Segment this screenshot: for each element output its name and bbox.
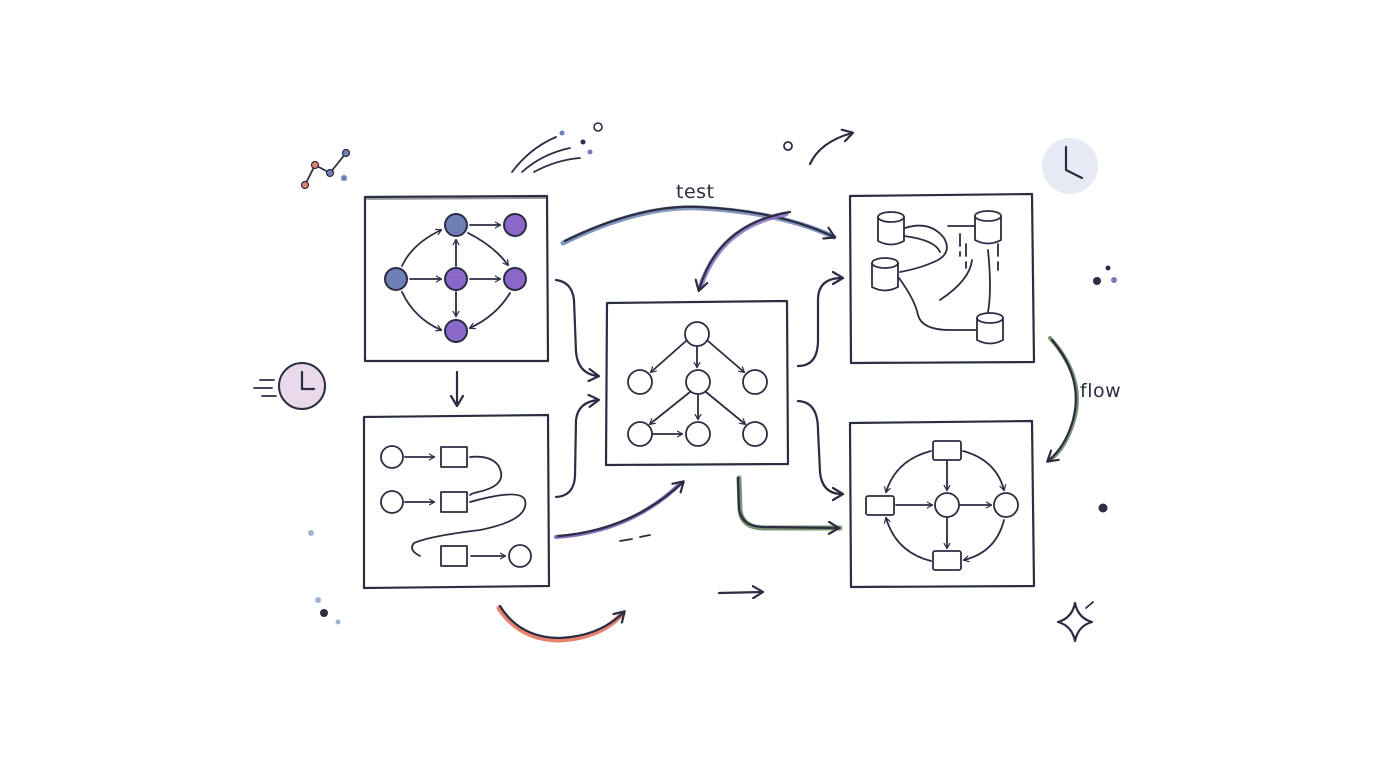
arrow-center-p5 (796, 399, 842, 494)
arrow-purple-bottom (554, 482, 682, 539)
database-icon (974, 210, 1002, 245)
arrow-test-arc (560, 205, 837, 246)
motion-lines-icon (511, 122, 603, 173)
connectors (457, 133, 1079, 643)
panel-flow-rows (362, 413, 551, 590)
graph-edges (401, 221, 511, 332)
database-icon (871, 257, 899, 292)
arrow-p2-center (554, 400, 598, 499)
arrow-purple-return (697, 211, 789, 291)
database-icon (976, 312, 1004, 345)
mini-line-chart-icon (300, 148, 351, 190)
panel-cycle (848, 419, 1036, 589)
graph-nodes (384, 213, 527, 343)
panel-graph (363, 194, 550, 363)
clock-icon (1042, 138, 1098, 194)
arrow-coral-bottom (496, 605, 625, 643)
arrow-standalone (717, 592, 762, 593)
decorative-dots (308, 265, 1117, 625)
label-flow: flow (1080, 380, 1121, 402)
label-test: test (676, 181, 715, 203)
sparkle-icon (1056, 601, 1094, 643)
panel-databases (848, 192, 1036, 365)
arrow-top-curved (808, 133, 852, 166)
arrow-center-p4 (796, 278, 842, 368)
panel-tree (604, 299, 790, 467)
arrow-p1-center (554, 278, 598, 376)
database-icon (877, 211, 905, 246)
clock-icon (253, 362, 326, 410)
